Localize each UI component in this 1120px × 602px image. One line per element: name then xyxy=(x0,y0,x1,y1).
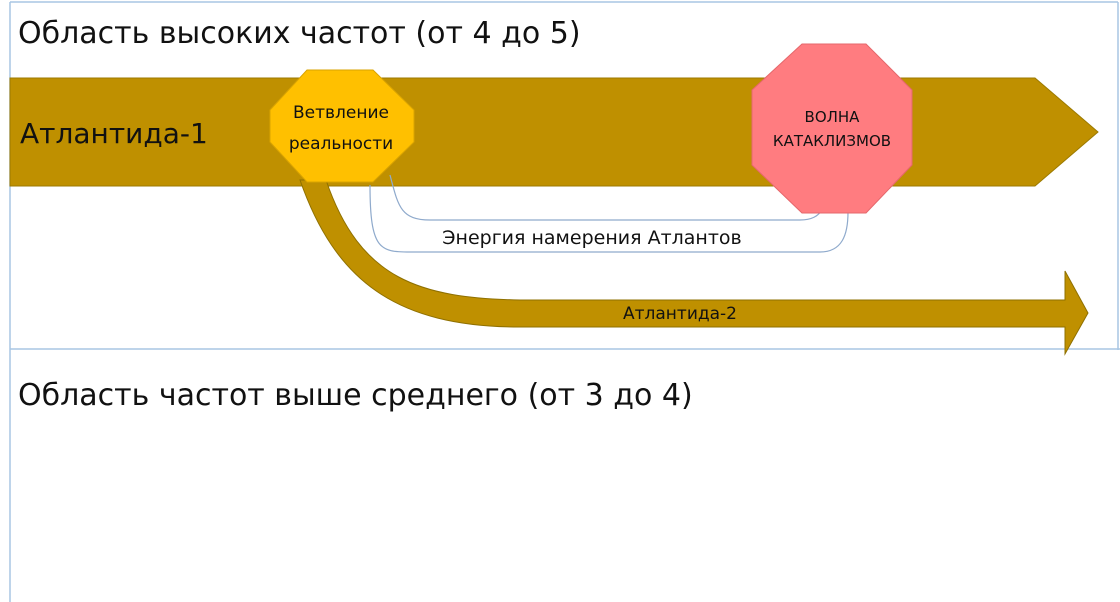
region-label-high: Область высоких частот (от 4 до 5) xyxy=(18,16,581,51)
region-borders xyxy=(9,1,1120,602)
atlantis-2-arrow xyxy=(299,179,1089,356)
cataclysm-wave-line-2: КАТАКЛИЗМОВ xyxy=(773,132,891,150)
intention-energy-label: Энергия намерения Атлантов xyxy=(442,227,741,249)
cataclysm-wave-line-1: ВОЛНА xyxy=(805,108,861,126)
branching-reality-line-1: Ветвление xyxy=(293,103,389,123)
atlantis-1-label: Атлантида-1 xyxy=(20,117,208,150)
intention-connector-outer xyxy=(369,184,849,253)
region-label-above-average: Область частот выше среднего (от 3 до 4) xyxy=(18,378,693,413)
branching-reality-octagon xyxy=(269,69,415,183)
atlantis-2-label: Атлантида-2 xyxy=(623,304,737,324)
cataclysm-wave-node: ВОЛНА КАТАКЛИЗМОВ xyxy=(751,43,913,214)
branching-reality-line-2: реальности xyxy=(289,134,393,154)
intention-connector-inner xyxy=(389,174,823,221)
branching-reality-node: Ветвление реальности xyxy=(269,69,415,183)
cataclysm-wave-octagon xyxy=(751,43,913,214)
